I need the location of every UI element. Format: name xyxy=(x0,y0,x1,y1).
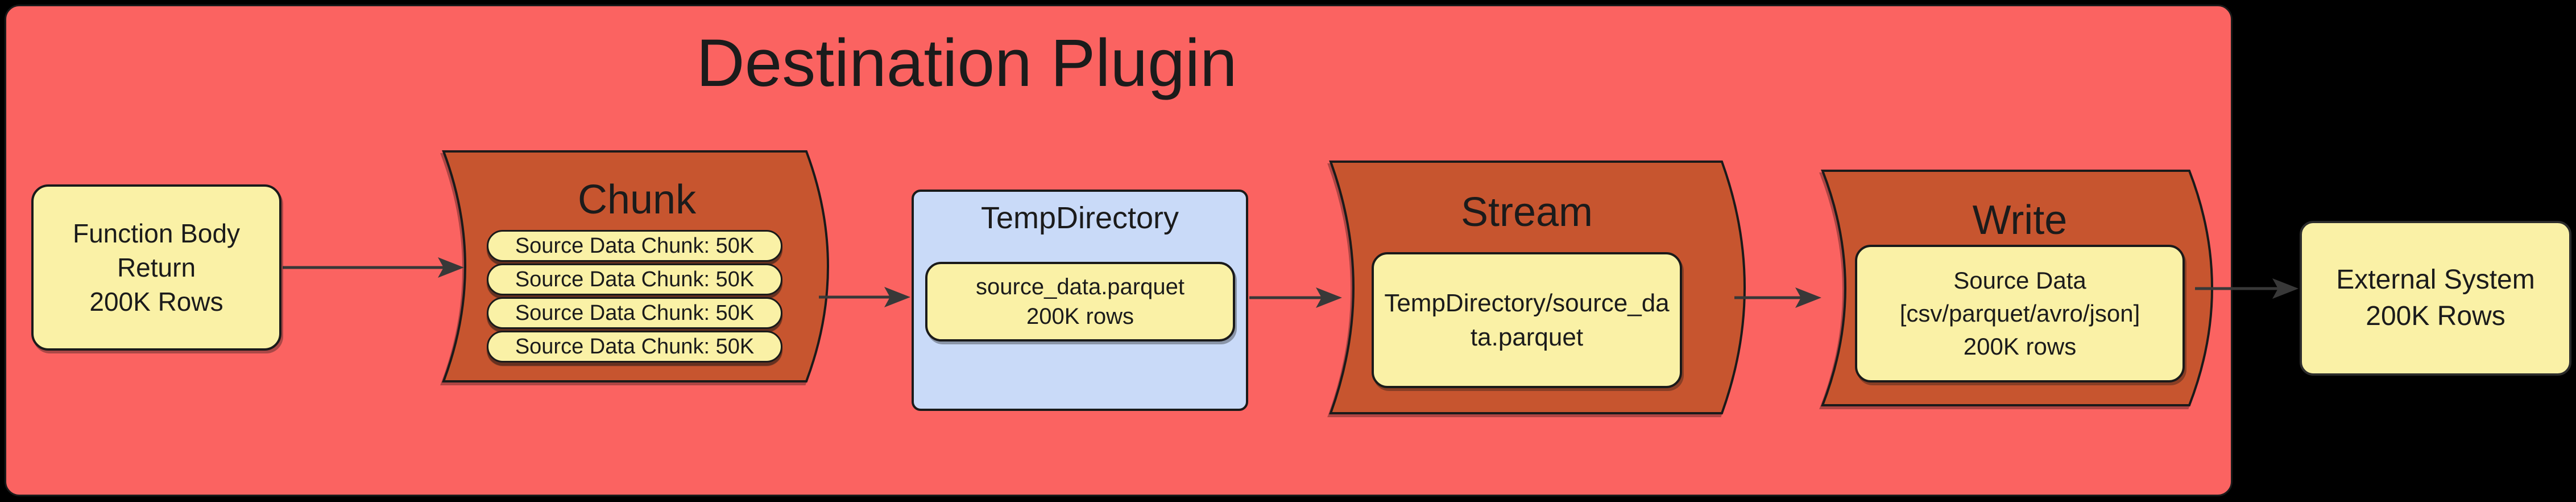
edge-chunk-to-tempdirectory xyxy=(819,287,910,307)
node-line: Return xyxy=(117,253,196,282)
edge-write-to-external-system xyxy=(2195,278,2298,299)
write-shape-label: Write xyxy=(1972,197,2068,243)
chunk-pill: Source Data Chunk: 50K xyxy=(487,331,782,363)
node-line: [csv/parquet/avro/json] xyxy=(1899,300,2140,327)
edge-tempdirectory-to-stream xyxy=(1249,287,1342,308)
arrowhead xyxy=(2272,278,2298,299)
node-line: Function Body xyxy=(72,219,241,248)
node-line: External System xyxy=(2336,265,2535,295)
node-line: 200K rows xyxy=(1026,304,1134,329)
arrowhead xyxy=(438,257,464,278)
stream-shape-label: Stream xyxy=(1460,190,1593,235)
tempdirectory-label: TempDirectory xyxy=(980,201,1179,235)
node-line: 200K Rows xyxy=(89,287,223,316)
node-line: TempDirectory/source_da xyxy=(1384,289,1670,317)
node-line: Source Data xyxy=(1953,267,2086,294)
node-function-body-return: Function Body Return 200K Rows xyxy=(31,184,281,351)
chunk-pill: Source Data Chunk: 50K xyxy=(487,264,782,295)
node-line: 200K Rows xyxy=(2366,301,2505,331)
chunk-pill: Source Data Chunk: 50K xyxy=(487,297,782,329)
node-source-data-parquet: source_data.parquet 200K rows xyxy=(925,262,1235,341)
node-line: source_data.parquet xyxy=(976,274,1185,299)
arrowhead xyxy=(884,287,910,307)
node-source-data-formats: Source Data [csv/parquet/avro/json] 200K… xyxy=(1855,245,2185,382)
diagram-title: Destination Plugin xyxy=(696,26,1237,101)
chunk-pill: Source Data Chunk: 50K xyxy=(487,230,782,262)
edge-function-to-chunk xyxy=(283,257,464,278)
node-line: ta.parquet xyxy=(1470,323,1584,351)
node-tempdirectory-source-data-parquet: TempDirectory/source_da ta.parquet xyxy=(1372,252,1682,388)
node-external-system: External System 200K Rows xyxy=(2300,221,2571,376)
edge-stream-to-write xyxy=(1734,287,1821,308)
node-line: 200K rows xyxy=(1963,333,2077,360)
arrowhead xyxy=(1795,287,1821,308)
chunk-shape-label: Chunk xyxy=(577,177,697,223)
arrowhead xyxy=(1316,287,1342,308)
